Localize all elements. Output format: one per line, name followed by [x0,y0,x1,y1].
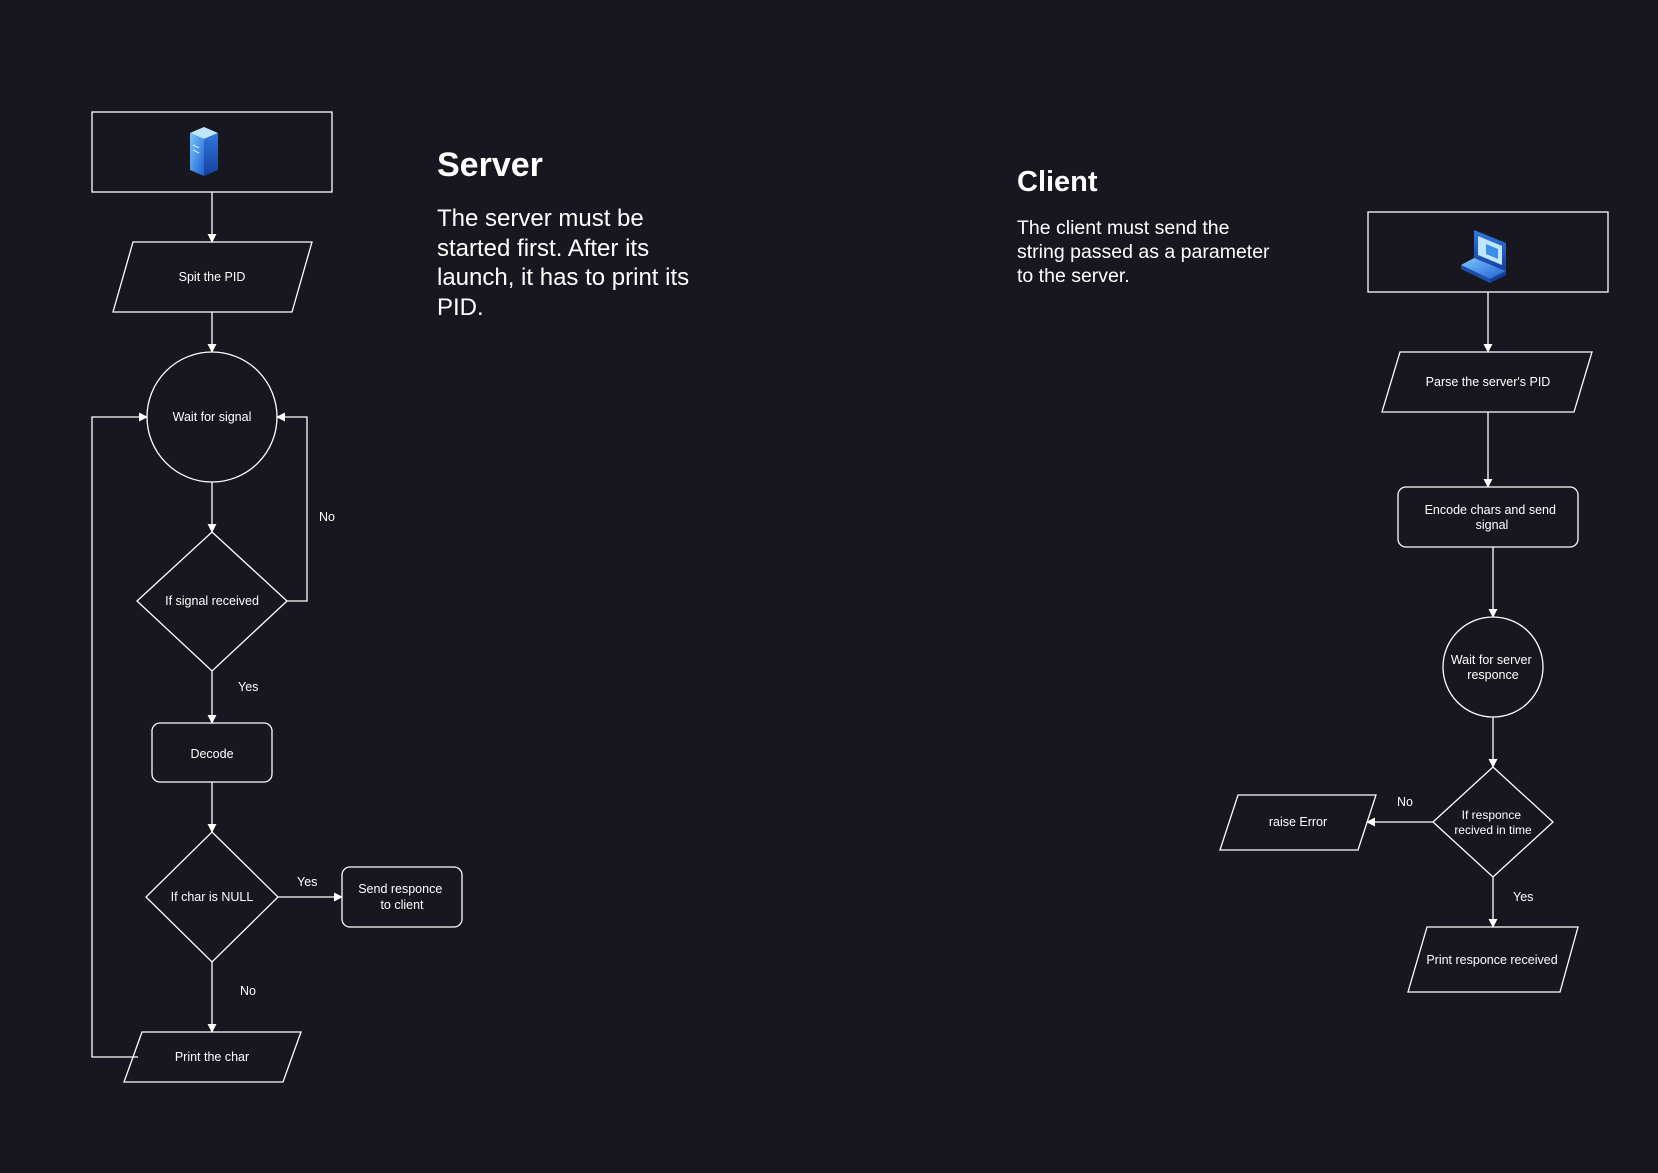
raise-error-node[interactable]: raise Error [1219,794,1377,851]
laptop-icon [1461,230,1506,283]
label-signal-no: No [319,510,335,524]
parse-pid-node[interactable]: Parse the server's PID [1381,351,1593,413]
decode-label: Decode [190,747,233,761]
wait-signal-label: Wait for signal [173,410,252,424]
spit-pid-node[interactable]: Spit the PID [112,241,313,313]
server-icon-node[interactable] [91,111,333,193]
server-flow: Spit the PID Wait for signal If signal r… [91,111,463,1083]
if-signal-label: If signal received [165,594,259,608]
send-response-label: Send responce to client [358,882,446,912]
wait-response-node[interactable]: Wait for server responce [1442,616,1544,718]
send-response-node[interactable]: Send responce to client [341,866,463,928]
encode-send-node[interactable]: Encode chars and send signal [1397,486,1579,548]
client-icon-node[interactable] [1367,211,1609,293]
parse-pid-label: Parse the server's PID [1426,375,1551,389]
spit-pid-label: Spit the PID [179,270,246,284]
decode-node[interactable]: Decode [151,722,273,783]
label-null-no: No [240,984,256,998]
edge-if-no-loop [276,412,308,602]
print-char-label: Print the char [175,1050,249,1064]
client-heading: Client [1017,166,1098,198]
wait-response-label: Wait for server responce [1451,653,1535,682]
raise-error-label: raise Error [1269,815,1327,829]
if-response-node[interactable]: If responce recived in time [1432,766,1554,878]
client-flow: Parse the server's PID Encode chars and … [1219,211,1609,993]
print-response-label: Print responce received [1426,953,1557,967]
server-description: The server must be started first. After … [437,205,690,321]
if-null-label: If char is NULL [171,890,254,904]
client-description: The client must send the string passed a… [1017,217,1270,287]
edge-print-loop-back [91,412,148,1058]
label-response-yes: Yes [1513,890,1533,904]
label-signal-yes: Yes [238,680,258,694]
wait-signal-node[interactable]: Wait for signal [146,351,278,483]
if-signal-node[interactable]: If signal received [136,531,288,672]
encode-send-label: Encode chars and send signal [1425,503,1560,532]
if-response-label: If responce recived in time [1454,808,1532,837]
server-icon [190,127,218,176]
print-response-node[interactable]: Print responce received [1407,926,1579,993]
server-heading: Server [437,146,543,184]
if-null-node[interactable]: If char is NULL [145,831,279,963]
label-response-no: No [1397,795,1413,809]
label-null-yes: Yes [297,875,317,889]
print-char-node[interactable]: Print the char [123,1031,302,1083]
